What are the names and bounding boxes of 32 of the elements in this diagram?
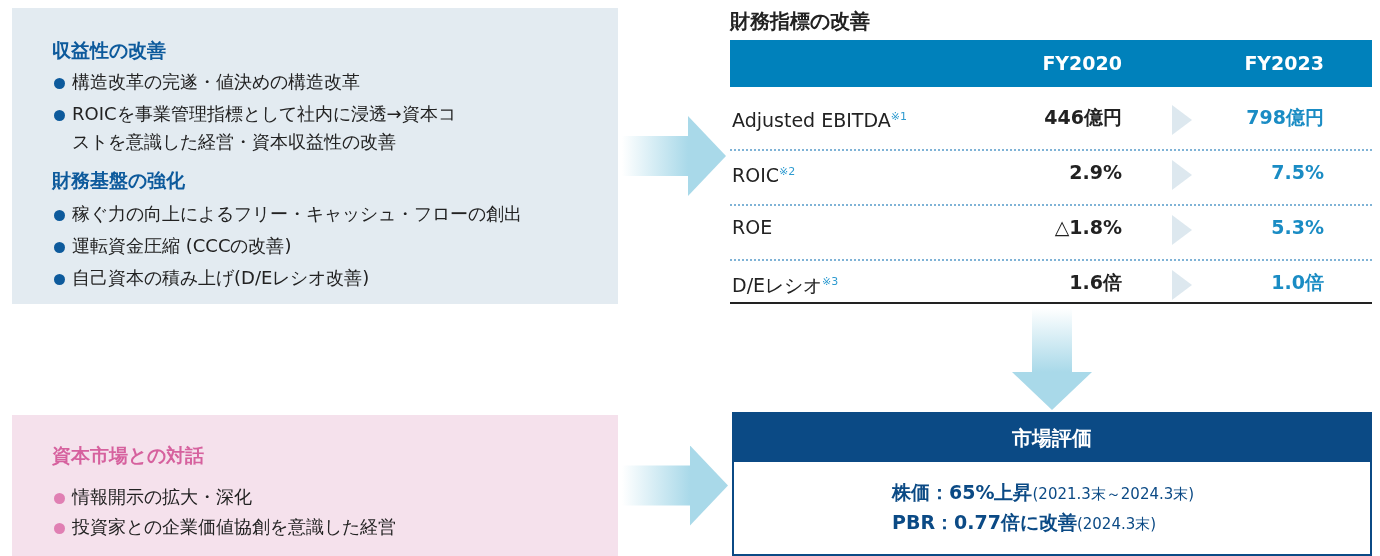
text-panel — [732, 412, 1372, 556]
panel-header: 市場評価 — [734, 414, 1370, 462]
bullet-item: 自己資本の積み上げ(D/Eレシオ改善) — [52, 264, 370, 292]
bullet-item: 稼ぐ力の向上によるフリー・キャッシュ・フローの創出 — [52, 200, 522, 228]
section-heading: 財務基盤の強化 — [52, 168, 185, 193]
row-label: ROIC$^{※2}$ — [732, 163, 796, 189]
result-line: PBR：0.77倍に改善(2024.3末) — [892, 510, 1157, 535]
text-panel — [12, 8, 618, 304]
bullet-item: 運転資金圧縮 (CCCの改善) — [52, 232, 292, 260]
value-cell-text: 798億円 — [1246, 105, 1324, 130]
column-header: FY2020 — [1042, 51, 1122, 76]
bullet-item: 情報開示の拡大・深化 — [52, 483, 252, 511]
value-cell-text: 446億円 — [1044, 105, 1122, 130]
value-cell-text: 1.0倍 — [1271, 270, 1324, 295]
bullet-item: 構造改革の完遂・値決めの構造改革 — [52, 68, 360, 96]
text-panel — [12, 415, 618, 556]
value-cell-text: 7.5% — [1271, 160, 1324, 185]
table-title: 財務指標の改善 — [730, 8, 870, 35]
column-header: FY2023 — [1244, 51, 1324, 76]
value-cell-text: △1.8% — [1054, 215, 1122, 240]
value-cell-text: 2.9% — [1069, 160, 1122, 185]
bullet-item: ROICを事業管理指標として社内に浸透→資本コストを意識した経営・資本収益性の改善 — [52, 100, 462, 156]
result-line: 株価：65%上昇(2021.3末～2024.3末) — [892, 480, 1195, 505]
section-heading: 収益性の改善 — [52, 38, 166, 63]
section-heading: 資本市場との対話 — [52, 443, 204, 468]
row-label: Adjusted EBITDA$^{※1}$ — [732, 108, 907, 134]
value-cell-text: 5.3% — [1271, 215, 1324, 240]
value-cell-text: 1.6倍 — [1069, 270, 1122, 295]
indicator-table — [730, 8, 1372, 304]
row-label: D/Eレシオ$^{※3}$ — [732, 273, 839, 299]
row-label: ROE — [732, 215, 773, 240]
bullet-item: 投資家との企業価値協創を意識した経営 — [52, 513, 396, 541]
